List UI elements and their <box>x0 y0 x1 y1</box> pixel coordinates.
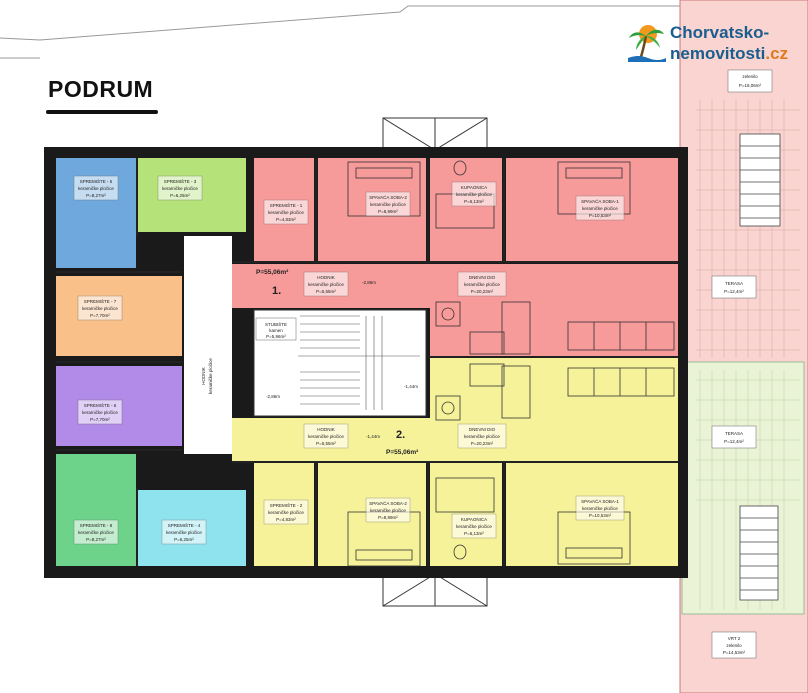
storage-4-floor: keramičke pločice <box>166 530 202 535</box>
room-labels: SPREMIŠTE - 5 keramičke pločice P=8,27m²… <box>73 175 625 545</box>
unit2-bathroom-floor: keramičke pločice <box>456 524 492 529</box>
storage-2-name: SPREMIŠTE - 2 <box>270 502 303 508</box>
logo-text-tld: .cz <box>765 44 789 63</box>
title-underline <box>46 110 158 114</box>
unit-2-area: P=55,06m² <box>386 449 419 456</box>
outdoor-stairs-top <box>739 133 781 227</box>
storage-5-floor: keramičke pločice <box>78 186 114 191</box>
logo-text-main: nemovitosti <box>670 44 766 63</box>
storage-4-name: SPREMIŠTE - 4 <box>168 522 201 528</box>
unit2-bedroom2-name: SPAVAĆA SOBA-2 <box>369 500 407 506</box>
stair-floor: kamen <box>269 328 283 333</box>
storage-3-floor: keramičke pločice <box>162 186 198 191</box>
stairwell: STUBIŠTE kamen P=5,96m² <box>253 309 427 417</box>
unit2-hall-name: HODNIK <box>317 427 335 432</box>
logo-text-line1: Chorvatsko- <box>670 23 770 42</box>
storage-8 <box>56 454 136 566</box>
unit1-bedroom2-area: P=8,99m² <box>378 209 398 214</box>
unit1-bedroom1-name: SPAVAĆA SOBA-1 <box>581 198 619 204</box>
unit2-bedroom1-floor: keramičke pločice <box>582 506 618 511</box>
partitions <box>56 158 678 566</box>
stair-area: P=5,96m² <box>266 334 286 339</box>
unit-1-area: P=55,06m² <box>256 269 289 276</box>
terrace-1-name: TERASA <box>725 281 743 286</box>
storage-1-area: P=4,83m² <box>276 217 296 222</box>
garden-2-sub: zelenilo <box>726 643 742 648</box>
storage-1-name: SPREMIŠTE - 1 <box>270 202 303 208</box>
storage-3-name: SPREMIŠTE - 3 <box>164 178 197 184</box>
page-title: PODRUM <box>48 76 154 102</box>
unit1-bathroom-name: KUPAONICA <box>461 185 487 190</box>
corridor-name: HODNIK <box>201 367 206 385</box>
level-1: -2,86m <box>362 280 376 285</box>
unit1-hall-floor: keramičke pločice <box>308 282 344 287</box>
storage-8-floor: keramičke pločice <box>78 530 114 535</box>
garden-2-area: P=14,53m² <box>723 650 746 655</box>
storage-2-floor: keramičke pločice <box>268 510 304 515</box>
outdoor-stairs-bottom <box>739 505 779 601</box>
site-boundary <box>0 5 680 59</box>
unit2-living-area: P=20,23m² <box>471 441 494 446</box>
unit1-hall-name: HODNIK <box>317 275 335 280</box>
outdoor-top-name: zelenilo <box>742 74 758 79</box>
light-well-bottom <box>382 573 488 607</box>
unit2-bathroom-name: KUPAONICA <box>461 517 487 522</box>
unit2-bedroom2-floor: keramičke pločice <box>370 508 406 513</box>
unit2-bedroom2-area: P=8,99m² <box>378 515 398 520</box>
garden-2-name: VRT 2 <box>728 636 741 641</box>
storage-7-area: P=7,70m² <box>90 313 110 318</box>
level-4: -1,44m <box>366 434 380 439</box>
storage-6-floor: keramičke pločice <box>82 410 118 415</box>
unit2-bedroom1-area: P=10,53m² <box>589 513 612 518</box>
terrace-1-area: P=12,4m² <box>724 289 744 294</box>
unit-2-number: 2. <box>396 429 405 441</box>
terrace-2-area: P=12,4m² <box>724 439 744 444</box>
stair-name: STUBIŠTE <box>265 321 287 327</box>
storage-2-area: P=4,83m² <box>276 517 296 522</box>
storage-5-area: P=8,27m² <box>86 193 106 198</box>
storage-7-name: SPREMIŠTE - 7 <box>84 298 117 304</box>
unit1-bedroom2-floor: keramičke pločice <box>370 202 406 207</box>
unit1-bathroom-area: P=6,13m² <box>464 199 484 204</box>
level-3: -2,86m <box>266 394 280 399</box>
storage-8-name: SPREMIŠTE - 8 <box>80 522 113 528</box>
level-2: -1,44m <box>404 384 418 389</box>
level-marks: -2,86m -1,44m -2,86m -1,44m <box>266 280 418 439</box>
unit1-bedroom1-floor: keramičke pločice <box>582 206 618 211</box>
unit2-living-floor: keramičke pločice <box>464 434 500 439</box>
storage-5 <box>56 158 136 268</box>
corridor-floor: keramičke pločice <box>208 358 213 394</box>
light-well-top <box>382 117 488 151</box>
unit2-living-name: DNEVNI DIO <box>469 427 496 432</box>
brand-logo: Chorvatsko- nemovitosti.cz <box>628 20 788 66</box>
terrace-2-name: TERASA <box>725 431 743 436</box>
storage-3-area: P=6,25m² <box>170 193 190 198</box>
unit1-bedroom2-name: SPAVAĆA SOBA-2 <box>369 194 407 200</box>
storage-6-name: SPREMIŠTE - 6 <box>84 402 117 408</box>
logo-text-line2: nemovitosti.cz <box>670 44 788 64</box>
unit1-living-name: DNEVNI DIO <box>469 275 496 280</box>
unit1-bedroom1-area: P=10,53m² <box>589 213 612 218</box>
unit1-living-area: P=20,23m² <box>471 289 494 294</box>
unit2-bathroom-area: P=6,13m² <box>464 531 484 536</box>
palm-tree-sun-icon <box>628 25 666 62</box>
outdoor-top-area: P=18,06m² <box>739 83 762 88</box>
unit1-bathroom-floor: keramičke pločice <box>456 192 492 197</box>
unit2-bedroom1-name: SPAVAĆA SOBA-1 <box>581 498 619 504</box>
storage-7-floor: keramičke pločice <box>82 306 118 311</box>
storage-1-floor: keramičke pločice <box>268 210 304 215</box>
outdoor-area: zelenilo P=18,06m² TERASA P=12,4m² TERAS… <box>679 0 808 693</box>
unit2-hall-area: P=5,55m² <box>316 441 336 446</box>
storage-4-area: P=6,25m² <box>174 537 194 542</box>
storage-5-name: SPREMIŠTE - 5 <box>80 178 113 184</box>
storage-6-area: P=7,70m² <box>90 417 110 422</box>
unit-1-number: 1. <box>272 285 281 297</box>
unit1-hall-area: P=5,55m² <box>316 289 336 294</box>
unit1-living-floor: keramičke pločice <box>464 282 500 287</box>
storage-8-area: P=8,27m² <box>86 537 106 542</box>
unit-markers: 1. P=55,06m² 2. P=55,06m² <box>256 269 419 456</box>
corridor <box>184 236 232 454</box>
unit2-hall-floor: keramičke pločice <box>308 434 344 439</box>
